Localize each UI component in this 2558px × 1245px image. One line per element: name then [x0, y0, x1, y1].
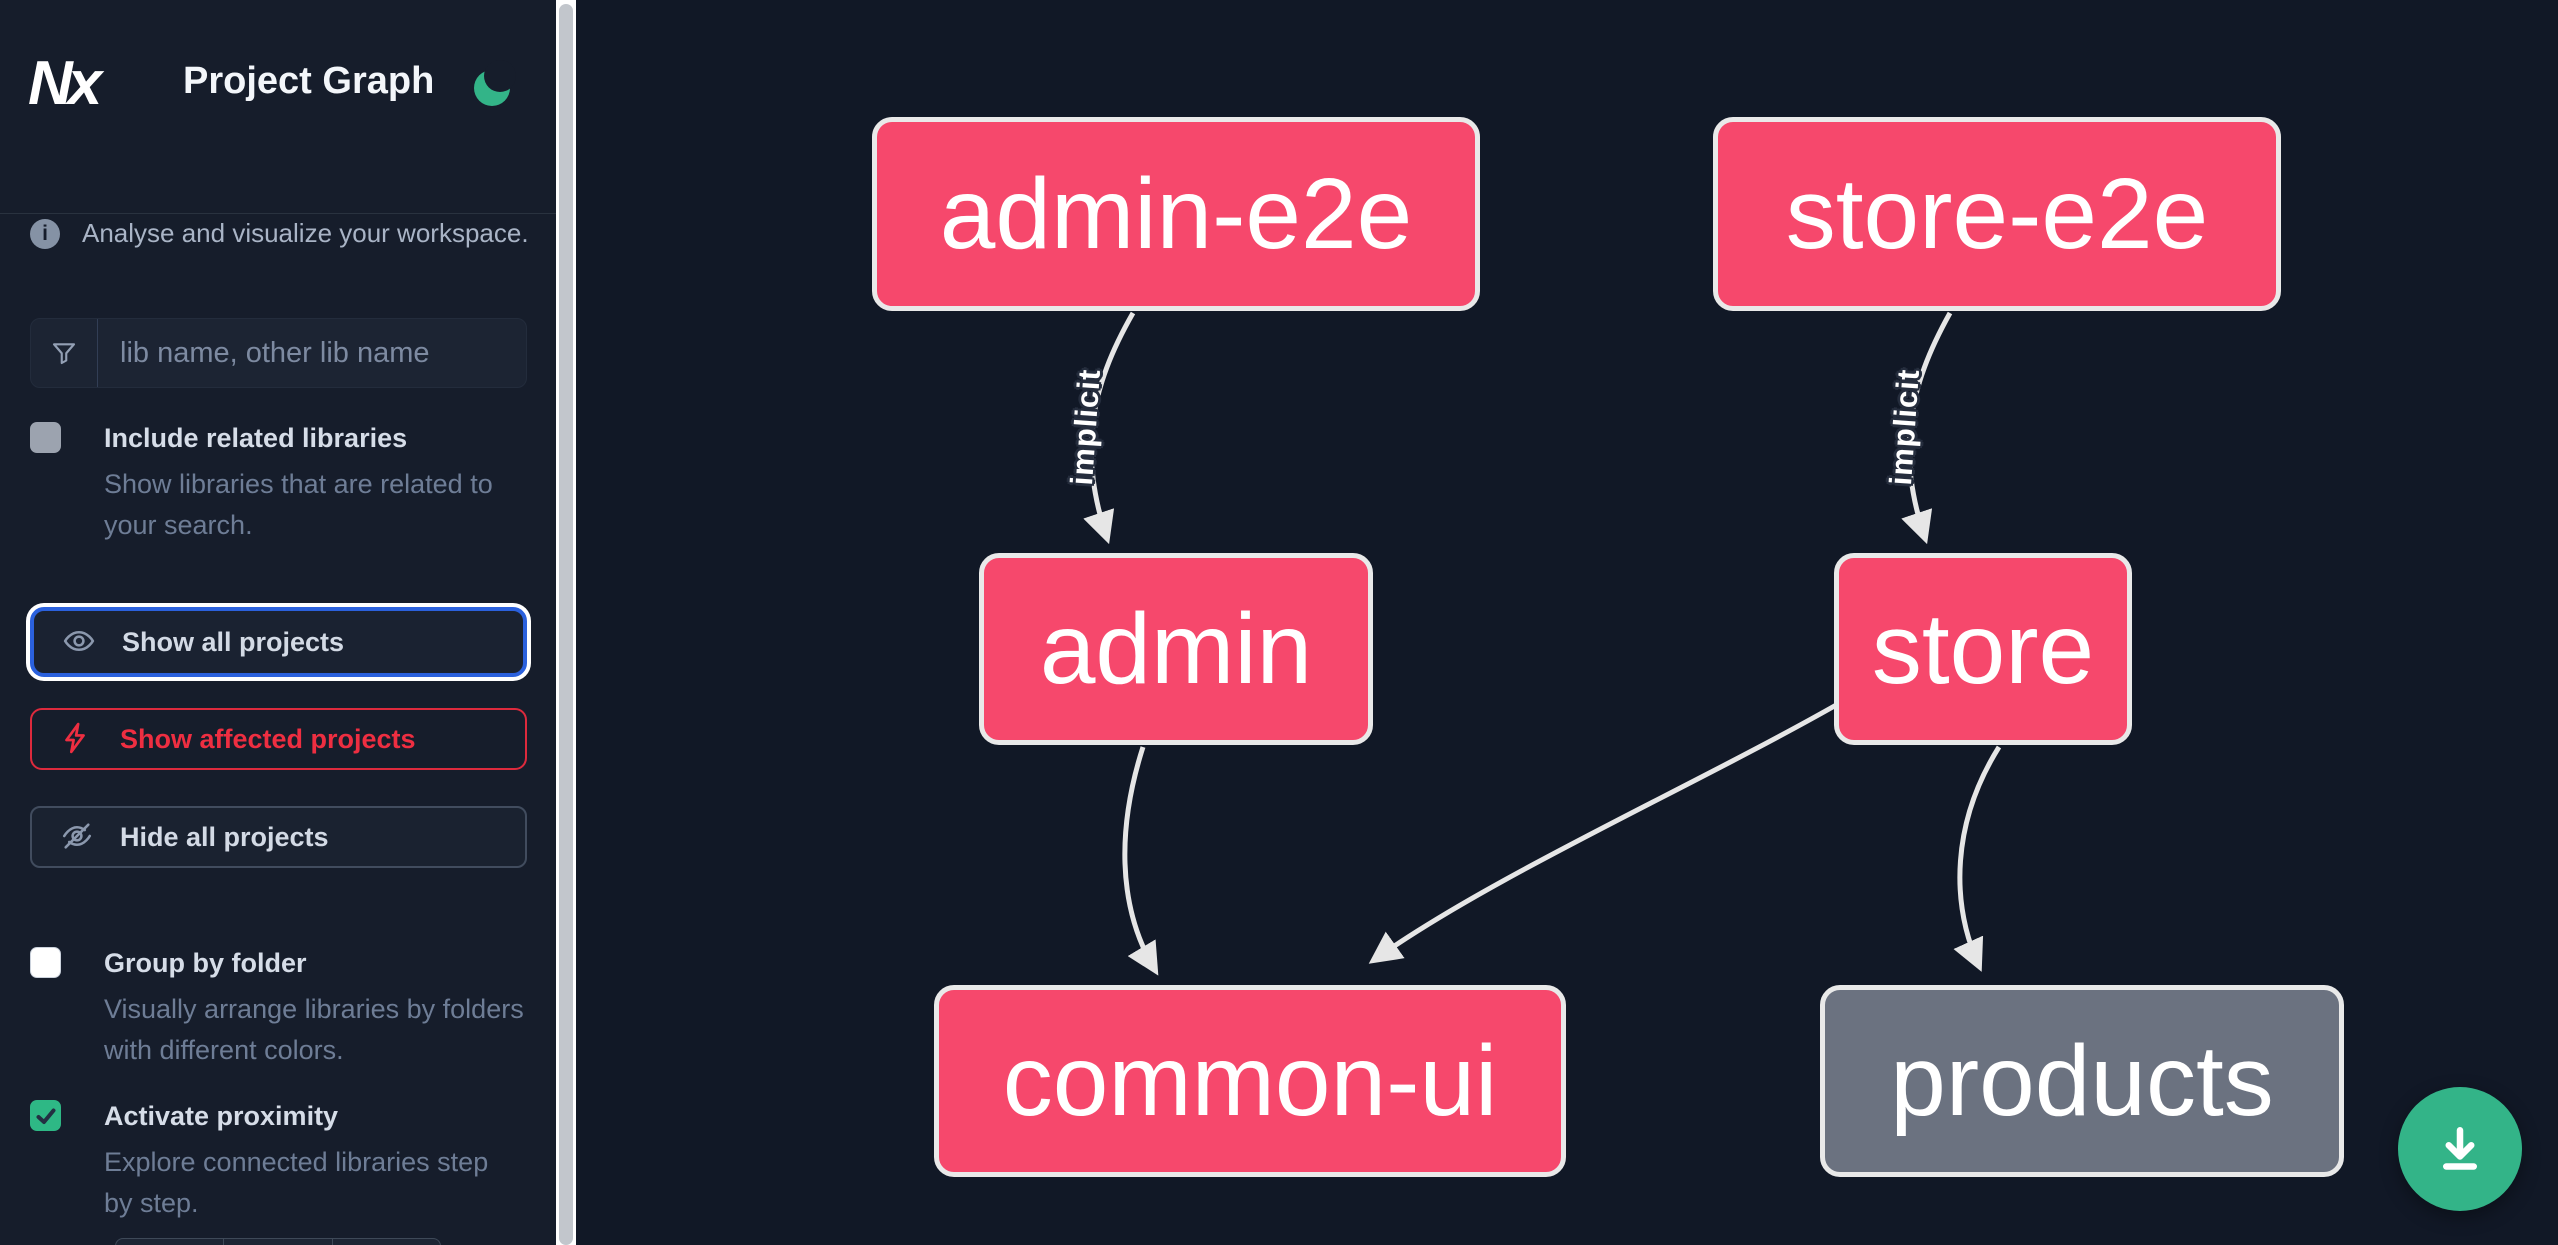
node-common-ui[interactable]: common-ui	[934, 985, 1566, 1177]
search-input[interactable]	[98, 319, 526, 387]
node-admin-e2e[interactable]: admin-e2e	[872, 117, 1480, 311]
button-label: Show affected projects	[120, 723, 416, 754]
stepper-segment[interactable]	[115, 1238, 225, 1245]
checkbox-label: Include related libraries	[104, 423, 408, 453]
sidebar-header: Nx Project Graph	[0, 0, 556, 213]
edge-admin-e2e-admin	[1083, 311, 1136, 545]
group-by-folder-checkbox[interactable]	[30, 947, 61, 978]
checkbox-description: Show libraries that are related to your …	[104, 469, 493, 540]
workspace-info: i Analyse and visualize your workspace.	[30, 218, 529, 249]
header-divider	[0, 213, 556, 214]
scrollbar-thumb[interactable]	[559, 4, 573, 1245]
include-related-checkbox[interactable]	[30, 422, 61, 453]
hide-all-projects-button[interactable]: Hide all projects	[30, 806, 527, 868]
node-products[interactable]: products	[1820, 985, 2344, 1177]
filter-funnel-icon	[31, 319, 98, 387]
edge-admin-common-ui	[1122, 746, 1159, 976]
edge-store-products	[1953, 745, 2002, 972]
button-label: Show all projects	[122, 626, 345, 657]
activate-proximity-checkbox[interactable]	[30, 1100, 61, 1131]
library-filter	[30, 318, 527, 388]
stepper-segment[interactable]	[224, 1238, 333, 1245]
show-affected-projects-button[interactable]: Show affected projects	[30, 708, 527, 770]
download-image-button[interactable]	[2398, 1087, 2522, 1211]
edge-store-common-ui	[1368, 701, 1840, 964]
tagline-text: Analyse and visualize your workspace.	[82, 218, 529, 248]
download-icon	[2443, 1127, 2477, 1170]
check-icon	[36, 1108, 55, 1124]
checkbox-label: Group by folder	[104, 948, 307, 978]
checkbox-description: Explore connected libraries step by step…	[104, 1147, 489, 1218]
proximity-stepper[interactable]	[115, 1238, 441, 1245]
activate-proximity-block: Activate proximity Explore connected lib…	[30, 1098, 500, 1224]
bolt-icon	[60, 721, 94, 758]
sidebar-scrollbar[interactable]	[556, 0, 576, 1245]
checkbox-description: Visually arrange libraries by folders wi…	[104, 994, 524, 1065]
page-title: Project Graph	[183, 60, 435, 102]
node-admin[interactable]: admin	[979, 553, 1373, 745]
nx-logo: Nx	[28, 49, 102, 118]
info-icon: i	[30, 218, 60, 249]
include-related-block: Include related libraries Show libraries…	[30, 420, 500, 546]
checkbox-label: Activate proximity	[104, 1101, 339, 1131]
eye-off-icon	[60, 819, 94, 856]
eye-icon	[62, 624, 96, 661]
moon-icon	[474, 60, 516, 106]
node-store[interactable]: store	[1834, 553, 2132, 745]
show-all-projects-button[interactable]: Show all projects	[30, 607, 527, 677]
node-store-e2e[interactable]: store-e2e	[1713, 117, 2281, 311]
theme-toggle-button[interactable]	[468, 60, 516, 110]
group-by-folder-block: Group by folder Visually arrange librari…	[30, 945, 524, 1071]
button-label: Hide all projects	[120, 821, 329, 852]
edge-store-e2e-store	[1901, 311, 1953, 545]
sidebar: Nx Project Graph i Analyse and visualize…	[0, 0, 556, 1245]
